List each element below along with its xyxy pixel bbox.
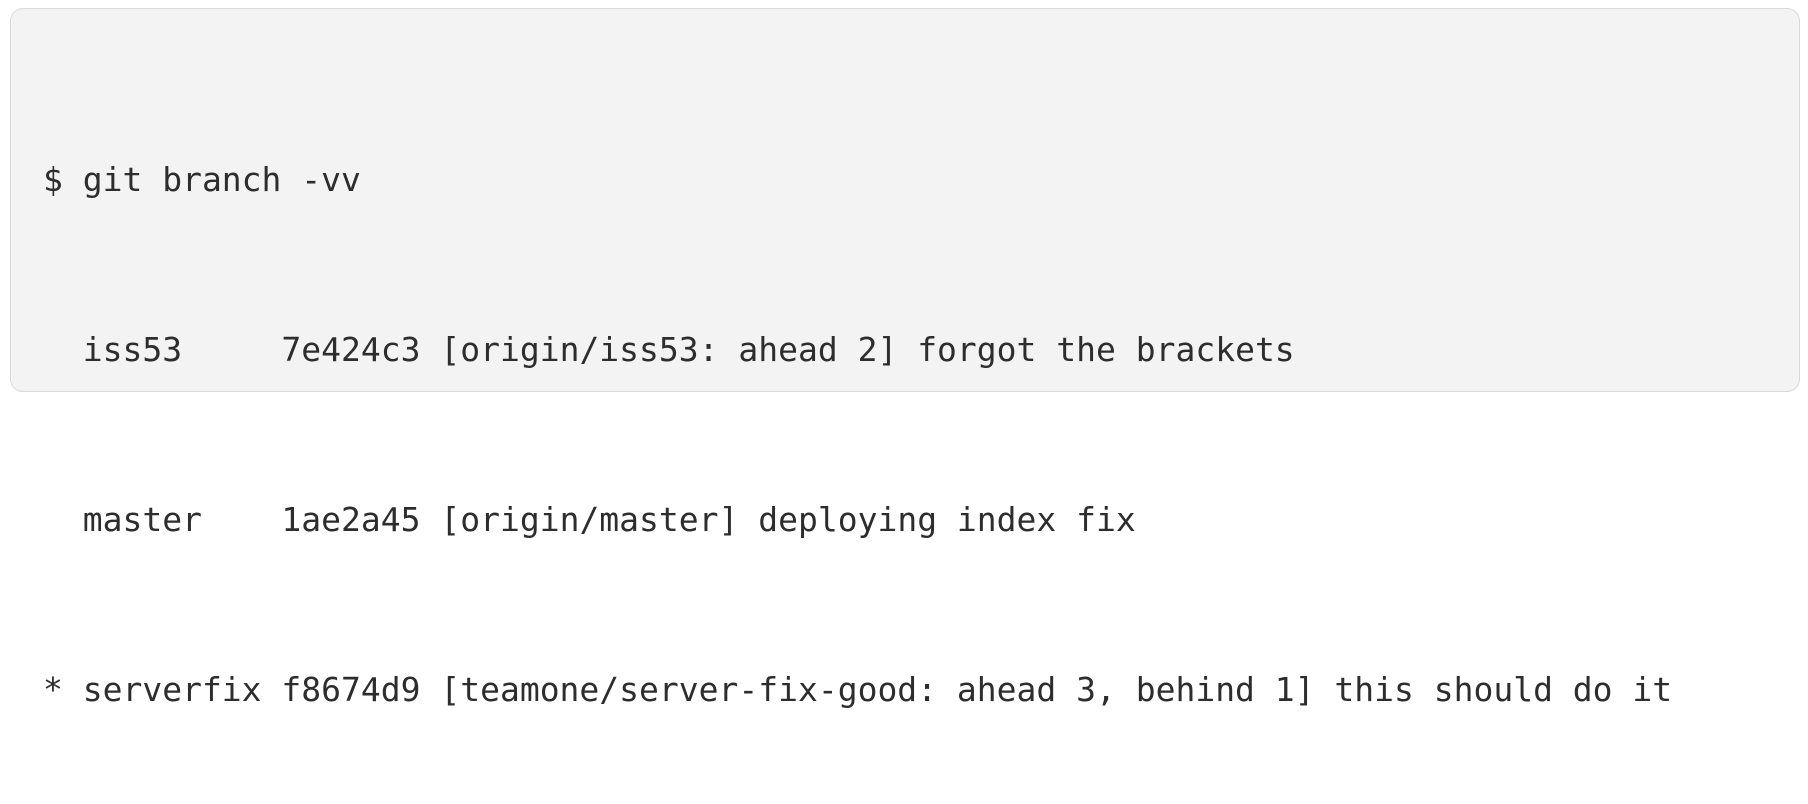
branch-line-serverfix: * serverfix f8674d9 [teamone/server-fix-…	[43, 669, 1673, 709]
terminal-output[interactable]: $ git branch -vv iss53 7e424c3 [origin/i…	[43, 31, 1785, 804]
terminal-command-line: $ git branch -vv	[43, 159, 361, 199]
branch-line-iss53: iss53 7e424c3 [origin/iss53: ahead 2] fo…	[43, 329, 1295, 369]
terminal-code-block: $ git branch -vv iss53 7e424c3 [origin/i…	[10, 8, 1800, 709]
branch-line-master: master 1ae2a45 [origin/master] deploying…	[43, 499, 1136, 539]
